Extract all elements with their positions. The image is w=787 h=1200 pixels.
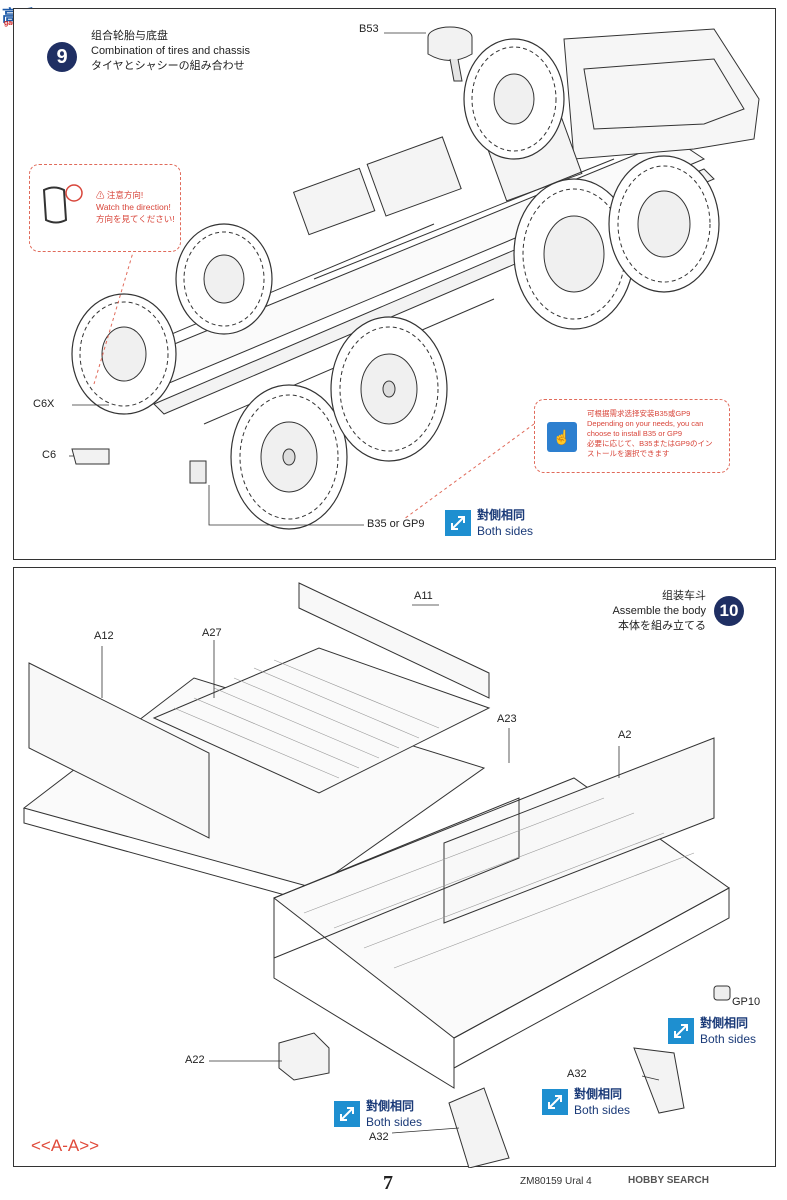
option-en-2: choose to install B35 or GP9 [587,429,683,438]
both-sides-en: Both sides [366,1115,423,1129]
label-a12: A12 [94,630,114,642]
label-a23: A23 [497,713,517,725]
warning-zh-text: 注意方向! [106,190,144,200]
label-a32-right: A32 [567,1068,587,1080]
step-9-title: 组合轮胎与底盘 Combination of tires and chassis… [91,29,250,74]
step-10-title-en: Assemble the body [612,605,706,617]
hand-tap-icon: ☝ [547,422,577,452]
direction-warning-callout: ⚠ 注意方向! Watch the direction! 方向を見てください! [29,164,181,252]
option-ja-1: 必要に応じて、B35またはGP9のイン [587,439,713,448]
label-c6x: C6X [33,398,55,410]
both-sides-step9: 對側相同 Both sides [445,507,533,539]
label-b35-gp9: B35 or GP9 [367,518,425,530]
both-sides-zh: 對側相同 [574,1087,623,1101]
label-a22: A22 [185,1054,205,1066]
mirror-arrow-icon [445,510,471,536]
warning-triangle-icon: ⚠ [96,190,105,200]
option-en-1: Depending on your needs, you can [587,419,704,428]
option-zh: 可根据需求选择安装B35或GP9 [587,409,691,418]
both-sides-en: Both sides [700,1032,757,1046]
both-sides-en: Both sides [574,1103,631,1117]
step-9-title-en: Combination of tires and chassis [91,45,250,57]
both-sides-zh: 對側相同 [477,508,526,522]
both-sides-en: Both sides [477,524,534,538]
footer-watermark: HOBBY SEARCH [628,1175,709,1186]
step-9-title-zh: 组合轮胎与底盘 [91,30,168,42]
step-9-badge: 9 [47,42,77,72]
step-10-badge: 10 [714,596,744,626]
step-10-title-zh: 组装车斗 [662,590,706,602]
label-a11: A11 [414,590,433,602]
both-sides-a32: 對側相同 Both sides [542,1086,630,1118]
wheel-rear-left-1 [71,293,177,415]
step-9-panel: 9 组合轮胎与底盘 Combination of tires and chass… [13,8,776,560]
section-mark-a-a: <<A-A>> [31,1136,100,1155]
chassis-drawing [63,26,760,530]
body-drawing [22,582,731,1168]
step-9-title-ja: タイヤとシャシーの組み合わせ [91,60,245,72]
clip-part-icon [42,184,83,224]
warning-zh: ⚠ 注意方向! [96,189,175,201]
option-ja-2: ストールを選択できます [587,449,670,458]
warning-ja: 方向を見てください! [96,214,175,224]
mirror-arrow-icon [542,1089,568,1115]
both-sides-zh: 對側相同 [700,1016,749,1030]
label-a27: A27 [202,627,222,639]
both-sides-gp10: 對側相同 Both sides [668,1015,756,1047]
both-sides-zh: 對側相同 [366,1099,415,1113]
footer-product-code: ZM80159 Ural 4 [520,1176,592,1187]
step-10-title-ja: 本体を組み立てる [618,620,706,632]
option-note-callout: ☝ 可根据需求选择安装B35或GP9 Depending on your nee… [534,399,730,473]
page-number: 7 [383,1172,393,1194]
mirror-arrow-icon [334,1101,360,1127]
step-10-title: 组装车斗 Assemble the body 本体を組み立てる [592,589,706,634]
warning-en: Watch the direction! [96,202,171,212]
label-c6: C6 [42,449,57,461]
label-gp10: GP10 [732,996,761,1008]
mirror-arrow-icon [668,1018,694,1044]
label-a32-bottom: A32 [369,1131,389,1143]
step-10-panel: 组装车斗 Assemble the body 本体を組み立てる 10 [13,567,776,1168]
both-sides-a32-bottom: 對側相同 Both sides [334,1098,422,1130]
label-b53: B53 [359,23,379,35]
label-a2: A2 [618,729,632,741]
